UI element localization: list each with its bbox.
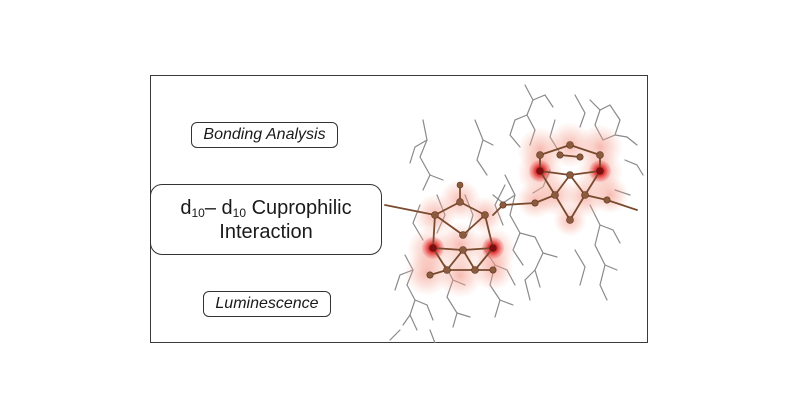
luminescence-text: Luminescence (215, 295, 319, 312)
main-label-line2: Interaction (219, 220, 313, 243)
main-label-line1: d10– d10 Cuprophilic (180, 196, 352, 220)
cuprophilic-interaction-box: d10– d10 Cuprophilic Interaction (150, 184, 382, 255)
luminescence-label: Luminescence (203, 291, 331, 317)
highlighted-atom-cores (429, 167, 604, 252)
copper-cluster-molecule (384, 84, 644, 343)
bonding-analysis-label: Bonding Analysis (191, 122, 338, 148)
bonding-analysis-text: Bonding Analysis (203, 126, 326, 143)
atom-nodes (426, 141, 611, 279)
electron-density-halos (405, 123, 628, 297)
